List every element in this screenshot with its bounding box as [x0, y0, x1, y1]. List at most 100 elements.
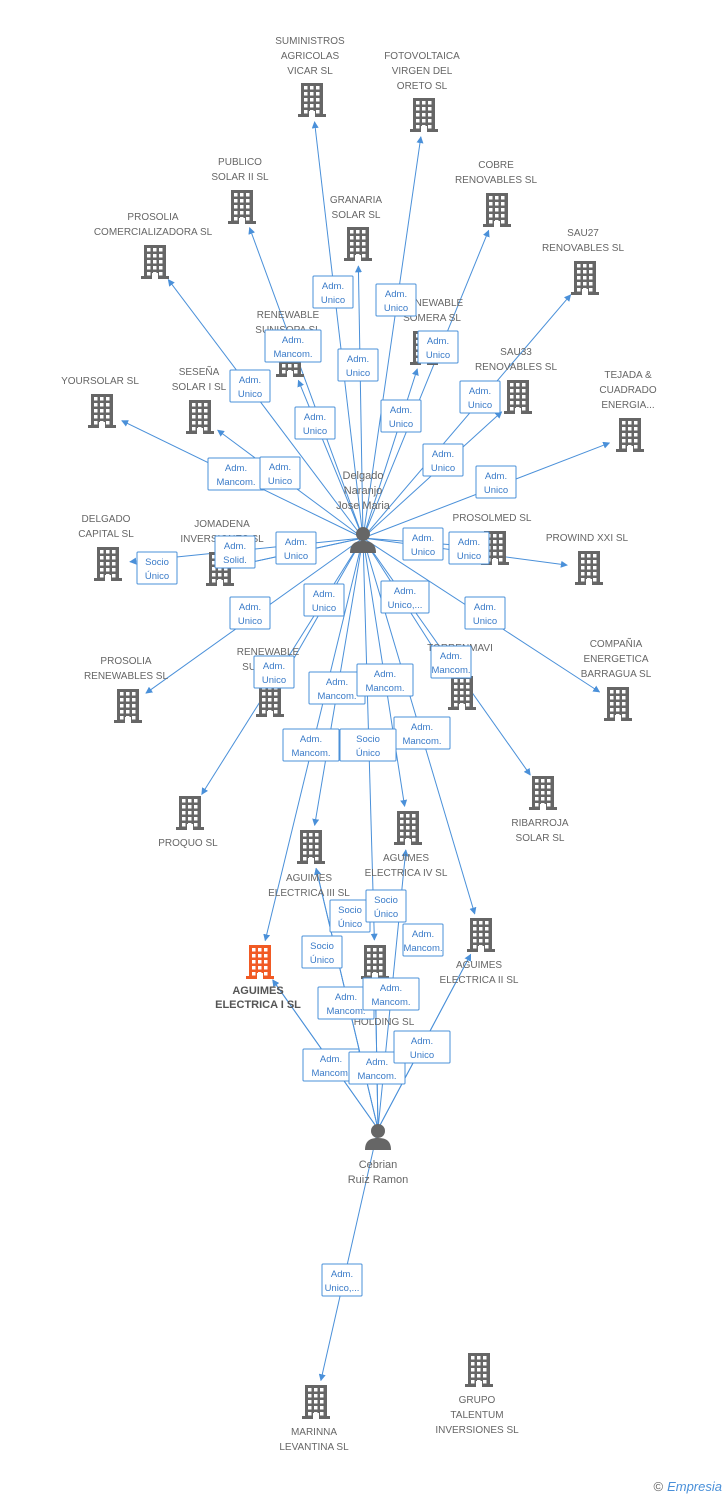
footer-brand[interactable]: ©Empresia [653, 1479, 722, 1494]
edge-label-e37[interactable]: Adm.Mancom. [348, 1051, 406, 1085]
edge-label-e28[interactable]: Adm.Mancom. [393, 716, 451, 750]
edge-label-e14[interactable]: Adm.Solid. [214, 535, 256, 569]
edge-label-e39[interactable]: Adm.Unico,... [321, 1263, 363, 1297]
edge-label-e21[interactable]: Adm.Unico [464, 596, 506, 630]
edge-label-e17[interactable]: Adm.Unico [402, 527, 444, 561]
edge-label-e16[interactable]: Adm.Unico [275, 531, 317, 565]
edge-label-e19[interactable]: Adm.Unico [229, 596, 271, 630]
edge-label-text: Único [310, 955, 334, 966]
company-label-line: GRANARIA [330, 195, 383, 206]
edge-label-e2[interactable]: Adm.Unico [375, 283, 417, 317]
edge-label-text: Unico,... [325, 1283, 360, 1294]
edge-label-e13[interactable]: Adm.Unico [475, 465, 517, 499]
edge-label-text: Adm. [282, 335, 304, 346]
edge-label-box [275, 531, 317, 565]
edge-label-e33[interactable]: Adm.Mancom. [402, 923, 444, 957]
building-icon [302, 1385, 330, 1419]
edge-label-e5[interactable]: Adm.Unico [417, 330, 459, 364]
edge-label-text: Unico [262, 675, 286, 686]
company-label-line: RENOVABLES SL [475, 362, 558, 373]
edge-label-e24[interactable]: Adm.Mancom. [430, 645, 472, 679]
edge-label-e12[interactable]: Adm.Unico [422, 443, 464, 477]
edge-label-e20[interactable]: Adm.Unico,... [380, 580, 430, 614]
edge-label-e23[interactable]: Adm.Unico [253, 655, 295, 689]
company-label-c27[interactable]: HOLDING SL [354, 1017, 415, 1028]
company-label-c22[interactable]: PROQUO SL [158, 838, 218, 849]
person-label-line: Jose Maria [336, 500, 391, 512]
company-label-line: RENEWABLE [257, 310, 320, 321]
edge-label-text: Único [145, 571, 169, 582]
company-label-line: ORETO SL [397, 81, 448, 92]
edge-label-text: Adm. [427, 336, 449, 347]
edge-label-text: Adm. [469, 386, 491, 397]
edge-label-e7[interactable]: Adm.Unico [459, 380, 501, 414]
building-icon [94, 547, 122, 581]
building-icon [467, 918, 495, 952]
edge-label-e27[interactable]: Adm.Mancom. [282, 728, 340, 762]
edge-label-box [417, 330, 459, 364]
edge-label-e8[interactable]: Adm.Unico [294, 406, 336, 440]
edge-label-e10[interactable]: Adm.Mancom. [207, 457, 265, 491]
company-label-line: SOMERA SL [403, 313, 461, 324]
edge-label-e4[interactable]: Adm.Unico [337, 348, 379, 382]
edge-label-e9[interactable]: Adm.Unico [380, 399, 422, 433]
edge-label-text: Mancom. [403, 943, 442, 954]
edge-label-text: Mancom. [273, 349, 312, 360]
person-icon[interactable] [350, 527, 376, 553]
edge-label-e36[interactable]: Adm.Mancom. [302, 1048, 360, 1082]
person-icon[interactable] [365, 1124, 391, 1150]
edge-label-e11[interactable]: Adm.Unico [259, 456, 301, 490]
company-label-c12[interactable]: YOURSOLAR SL [61, 376, 139, 387]
edge-label-text: Mancom. [431, 665, 470, 676]
edge-label-e35[interactable]: Adm.Mancom. [362, 977, 420, 1011]
company-label-line: ELECTRICA IV SL [365, 868, 448, 879]
company-label-c16[interactable]: PROSOLMED SL [453, 513, 532, 524]
edge-label-e22[interactable]: Adm.Unico [303, 583, 345, 617]
edge-label-e3[interactable]: Adm. Mancom. [264, 329, 322, 363]
edge-label-text: Adm. [347, 354, 369, 365]
edge-label-box [422, 443, 464, 477]
company-label-c17[interactable]: PROWIND XXI SL [546, 533, 629, 544]
edge-label-box [294, 406, 336, 440]
edge-label-text: Mancom. [216, 477, 255, 488]
edge-label-text: Unico [238, 616, 262, 627]
edge-label-e6[interactable]: Adm.Unico [229, 369, 271, 403]
edge-label-e26[interactable]: Adm.Mancom. [356, 663, 414, 697]
company-label-line: SOLAR II SL [211, 172, 269, 183]
company-label-line: FOTOVOLTAICA [384, 51, 460, 62]
edge-label-e18[interactable]: Adm.Unico [448, 531, 490, 565]
edge-label-e1[interactable]: Adm.Unico [312, 275, 354, 309]
company-label-line: PROSOLIA [100, 656, 151, 667]
edge-label-e38[interactable]: Adm.Unico [393, 1030, 451, 1064]
edge-label-text: Adm. [411, 722, 433, 733]
company-label-line: RENEWABLE [237, 647, 300, 658]
